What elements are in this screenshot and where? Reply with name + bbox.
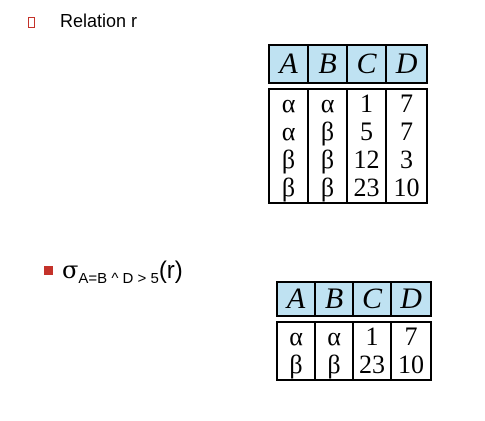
hollow-square-bullet-icon — [28, 17, 35, 28]
table-cell: 7 — [404, 322, 418, 351]
selection-result-header: A B C D — [276, 281, 432, 317]
table-cell: α — [278, 323, 317, 351]
selection-condition: A=B ^ D > 5 — [78, 270, 159, 287]
header-cell: A — [278, 283, 317, 315]
header-cell: D — [395, 47, 418, 80]
selection-expression: σA=B ^ D > 5(r) — [62, 255, 183, 289]
table-cell: β — [278, 351, 317, 379]
sigma-symbol: σ — [62, 256, 79, 284]
table-row: β β 23 10 — [278, 351, 430, 379]
relation-r-label: Relation r — [60, 11, 138, 31]
solid-square-bullet-icon — [44, 266, 53, 275]
table-cell: α — [270, 90, 310, 118]
table-row: α α 1 7 — [270, 90, 426, 118]
table-cell: 7 — [400, 117, 414, 146]
table-row: α α 1 7 — [278, 323, 430, 351]
relation-r-body: α α 1 7 α β 5 7 β β 12 3 β β 23 10 — [268, 88, 428, 204]
header-cell: C — [354, 283, 393, 315]
table-cell: β — [309, 118, 349, 146]
table-cell: α — [316, 323, 355, 351]
table-row: β β 12 3 — [270, 146, 426, 174]
table-row: α β 5 7 — [270, 118, 426, 146]
selection-result-table: A B C D α α 1 7 β β 23 10 — [276, 281, 432, 381]
table-cell: 23 — [354, 351, 393, 379]
table-row: β β 23 10 — [270, 174, 426, 202]
table-cell: 23 — [348, 174, 388, 202]
header-cell: B — [316, 283, 355, 315]
table-cell: β — [309, 174, 349, 202]
relation-r-header: A B C D — [268, 44, 428, 84]
selection-result-body: α α 1 7 β β 23 10 — [276, 321, 432, 381]
table-cell: α — [270, 118, 310, 146]
table-cell: 10 — [393, 173, 420, 202]
table-cell: 5 — [348, 118, 388, 146]
header-cell: D — [400, 282, 422, 315]
table-cell: 1 — [354, 323, 393, 351]
table-cell: β — [270, 146, 310, 174]
table-cell: α — [309, 90, 349, 118]
table-cell: 10 — [398, 350, 425, 379]
relation-r-table: A B C D α α 1 7 α β 5 7 β β 12 3 β β 23 … — [268, 44, 428, 204]
table-cell: 3 — [400, 145, 414, 174]
header-cell: C — [348, 46, 388, 82]
table-cell: β — [309, 146, 349, 174]
table-cell: β — [270, 174, 310, 202]
table-cell: β — [316, 351, 355, 379]
selection-argument: (r) — [158, 257, 183, 284]
table-cell: 1 — [348, 90, 388, 118]
header-cell: B — [309, 46, 349, 82]
table-cell: 12 — [348, 146, 388, 174]
header-cell: A — [270, 46, 310, 82]
table-cell: 7 — [400, 89, 414, 118]
